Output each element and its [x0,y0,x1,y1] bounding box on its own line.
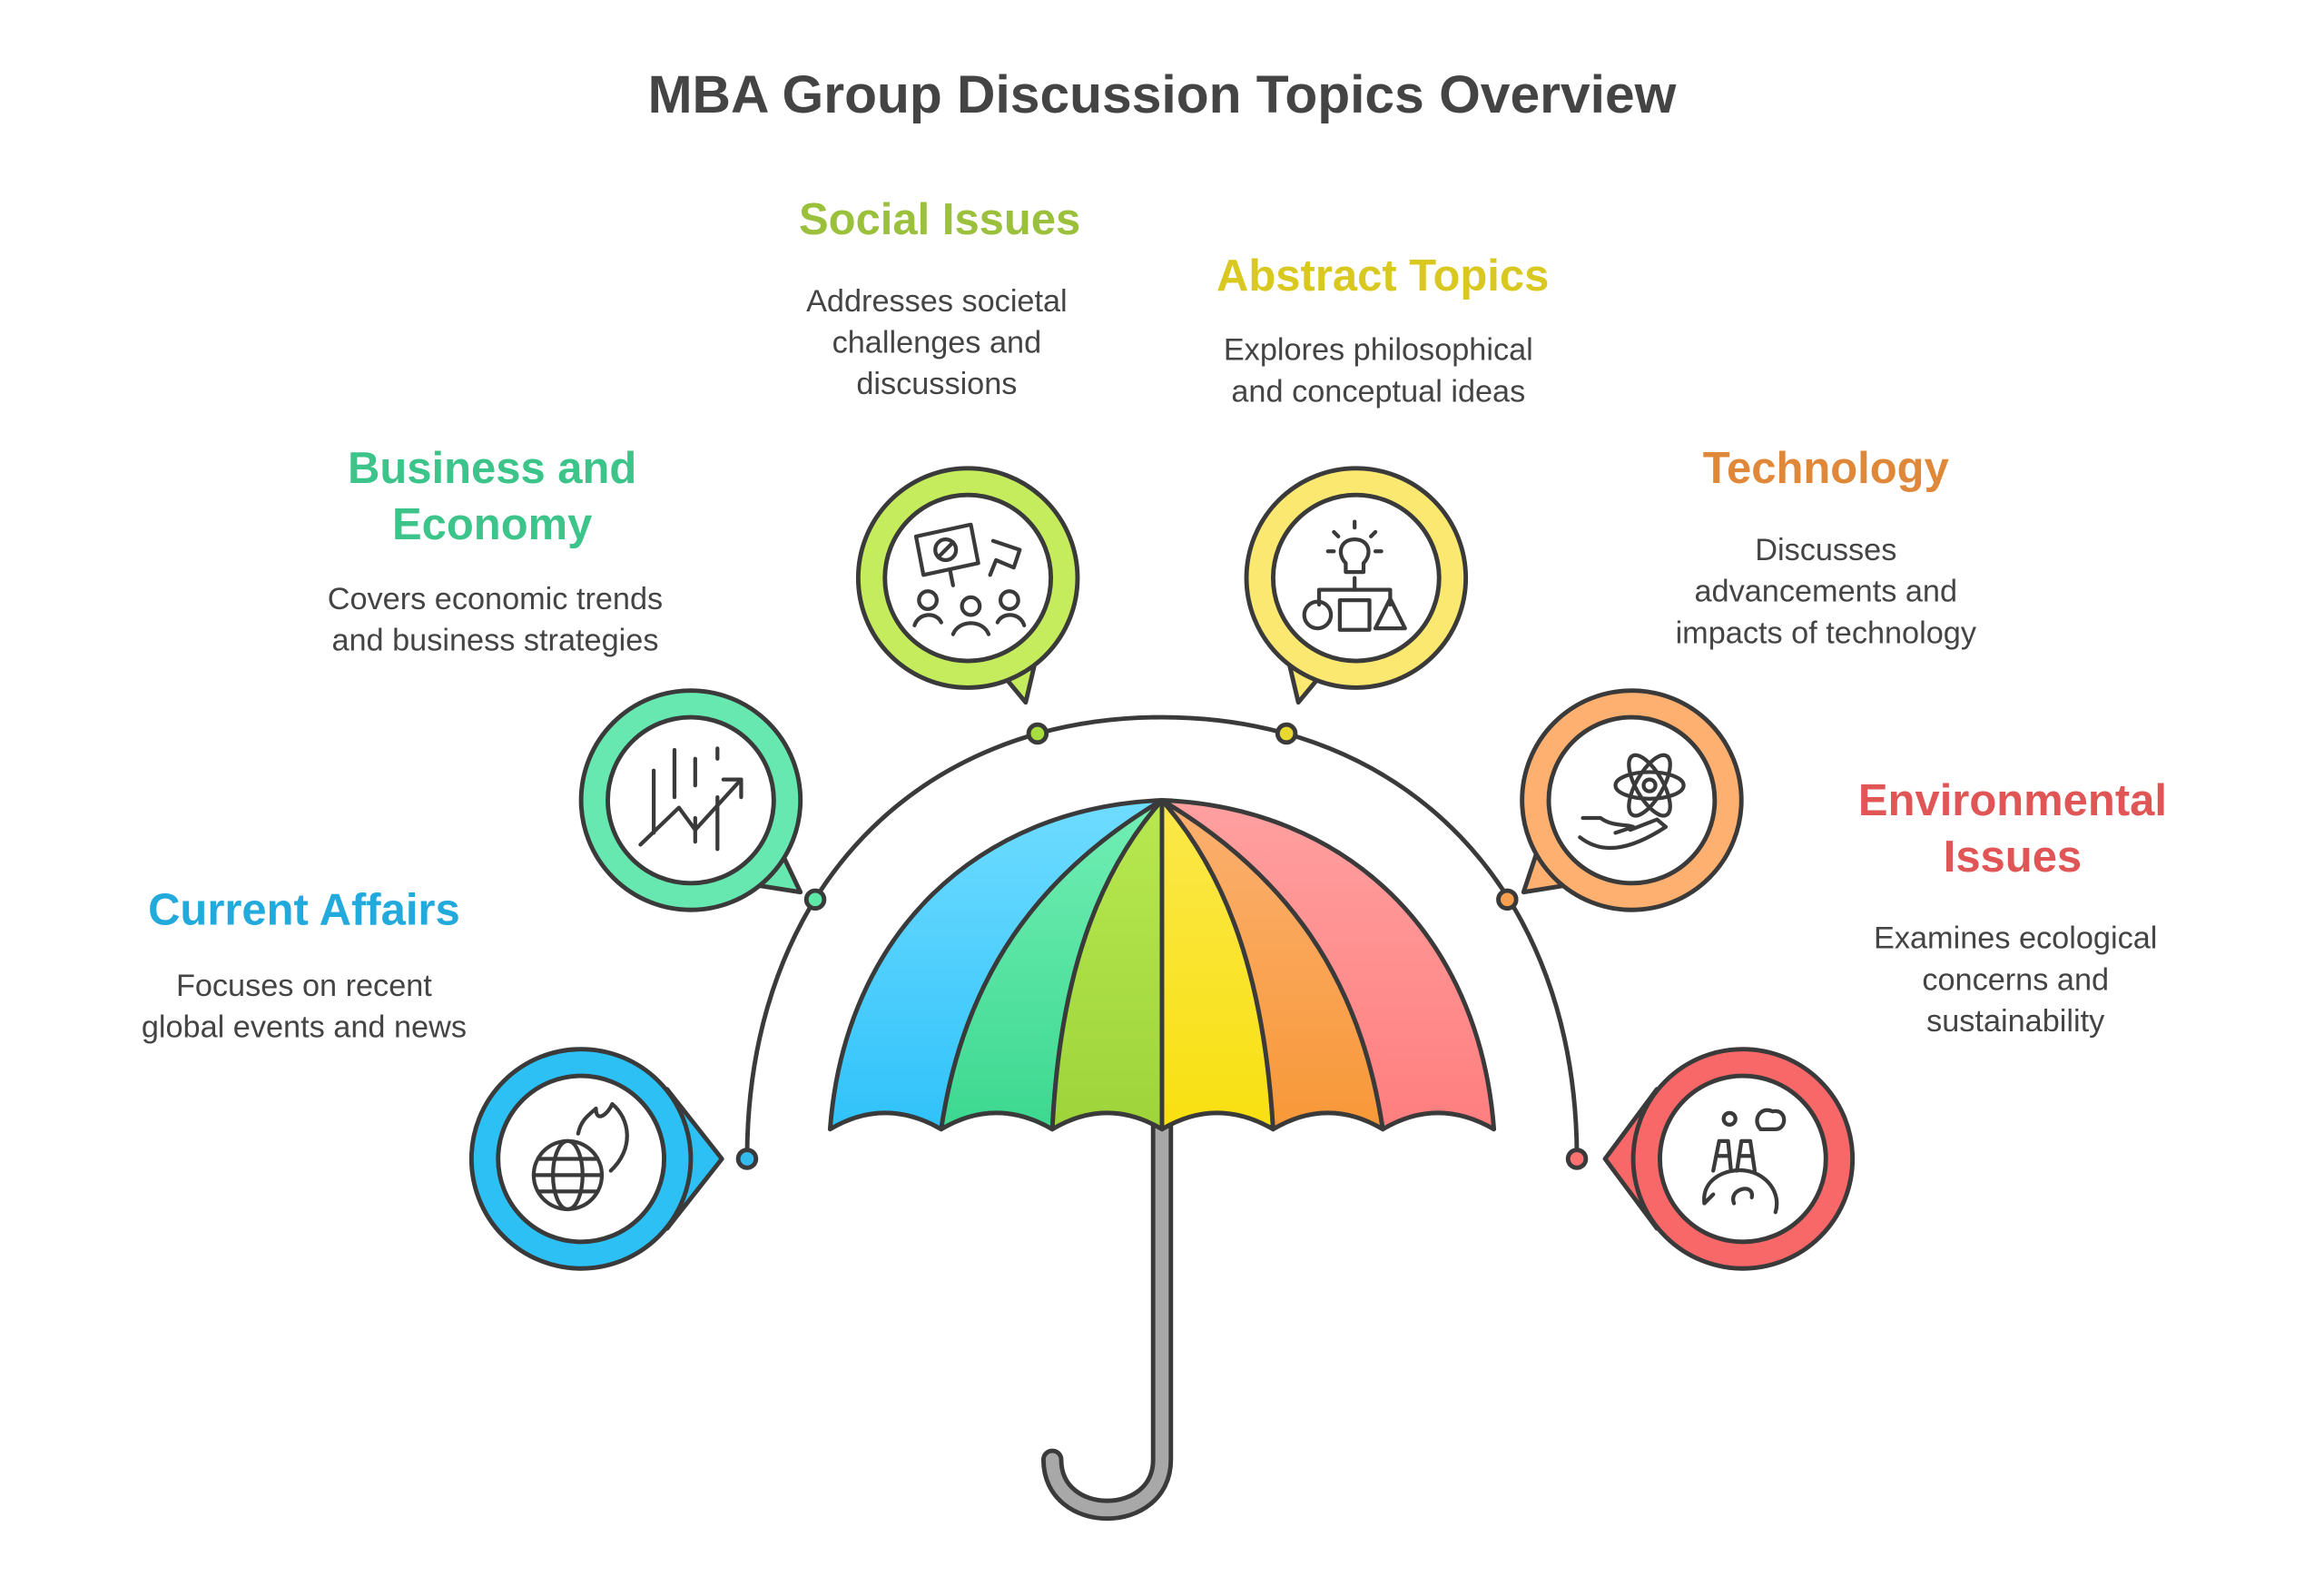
protest-people-icon [912,522,1027,636]
topic-description: and conceptual ideas [1231,374,1525,409]
idea-shapes-icon [1302,519,1407,632]
factory-earth-icon [1702,1108,1787,1215]
bubble-current-affairs[interactable] [468,1047,724,1271]
umbrella-handle [1040,1115,1174,1521]
topic-description: Focuses on recent [176,969,432,1003]
connector-dot [1026,722,1049,745]
topic-description: impacts of technology [1676,616,1977,650]
connector-dot [1496,888,1519,911]
topic-description: Explores philosophical [1224,333,1533,368]
topic-description: Examines ecological [1874,921,2157,956]
topic-title: Issues [1944,832,2082,882]
topic-description: Discusses [1755,533,1896,567]
topic-title: Business and [348,444,636,493]
label-current-affairs: Current Affairs Focuses on recent global… [142,886,467,1045]
bubble-environmental-issues[interactable] [1602,1047,1856,1271]
globe-fire-icon [531,1101,629,1212]
umbrella-canopy [827,798,1497,1132]
connector-arc [744,714,1580,1159]
chart-growth-icon [638,746,743,852]
topic-description: global events and news [142,1010,467,1045]
topic-description: advancements and [1694,575,1957,609]
label-technology: Technology Discusses advancements and im… [1676,444,1977,650]
topic-description: challenges and [832,325,1042,360]
topic-description: Addresses societal [806,284,1068,319]
topic-title: Abstract Topics [1216,251,1549,300]
topic-description: Covers economic trends [328,582,663,616]
topic-description: concerns and [1922,962,2109,997]
connector-dot [1565,1148,1589,1170]
topic-title: Economy [392,500,592,549]
topic-title: Current Affairs [148,886,460,935]
label-social-issues: Social Issues Addresses societal challen… [799,195,1080,401]
bubble-business-economy[interactable] [578,688,803,912]
topic-description: discussions [856,367,1017,401]
label-abstract-topics: Abstract Topics Explores philosophical a… [1216,251,1549,409]
bubble-abstract-topics[interactable] [1244,466,1469,705]
topic-title: Technology [1703,444,1949,493]
atom-hand-icon [1578,753,1686,851]
label-business-economy: Business and Economy Covers economic tre… [328,444,663,657]
bubble-technology[interactable] [1520,688,1744,912]
topic-title: Social Issues [799,195,1080,244]
label-environmental-issues: Environmental Issues Examines ecological… [1858,776,2167,1039]
connector-dot [735,1148,759,1170]
bubble-social-issues[interactable] [855,466,1080,705]
page-title: MBA Group Discussion Topics Overview [648,65,1677,124]
connector-dot [803,888,827,911]
topic-title: Environmental [1858,776,2167,825]
topic-description: and business strategies [331,624,658,658]
connector-dot [1275,722,1298,745]
topic-description: sustainability [1926,1004,2105,1039]
